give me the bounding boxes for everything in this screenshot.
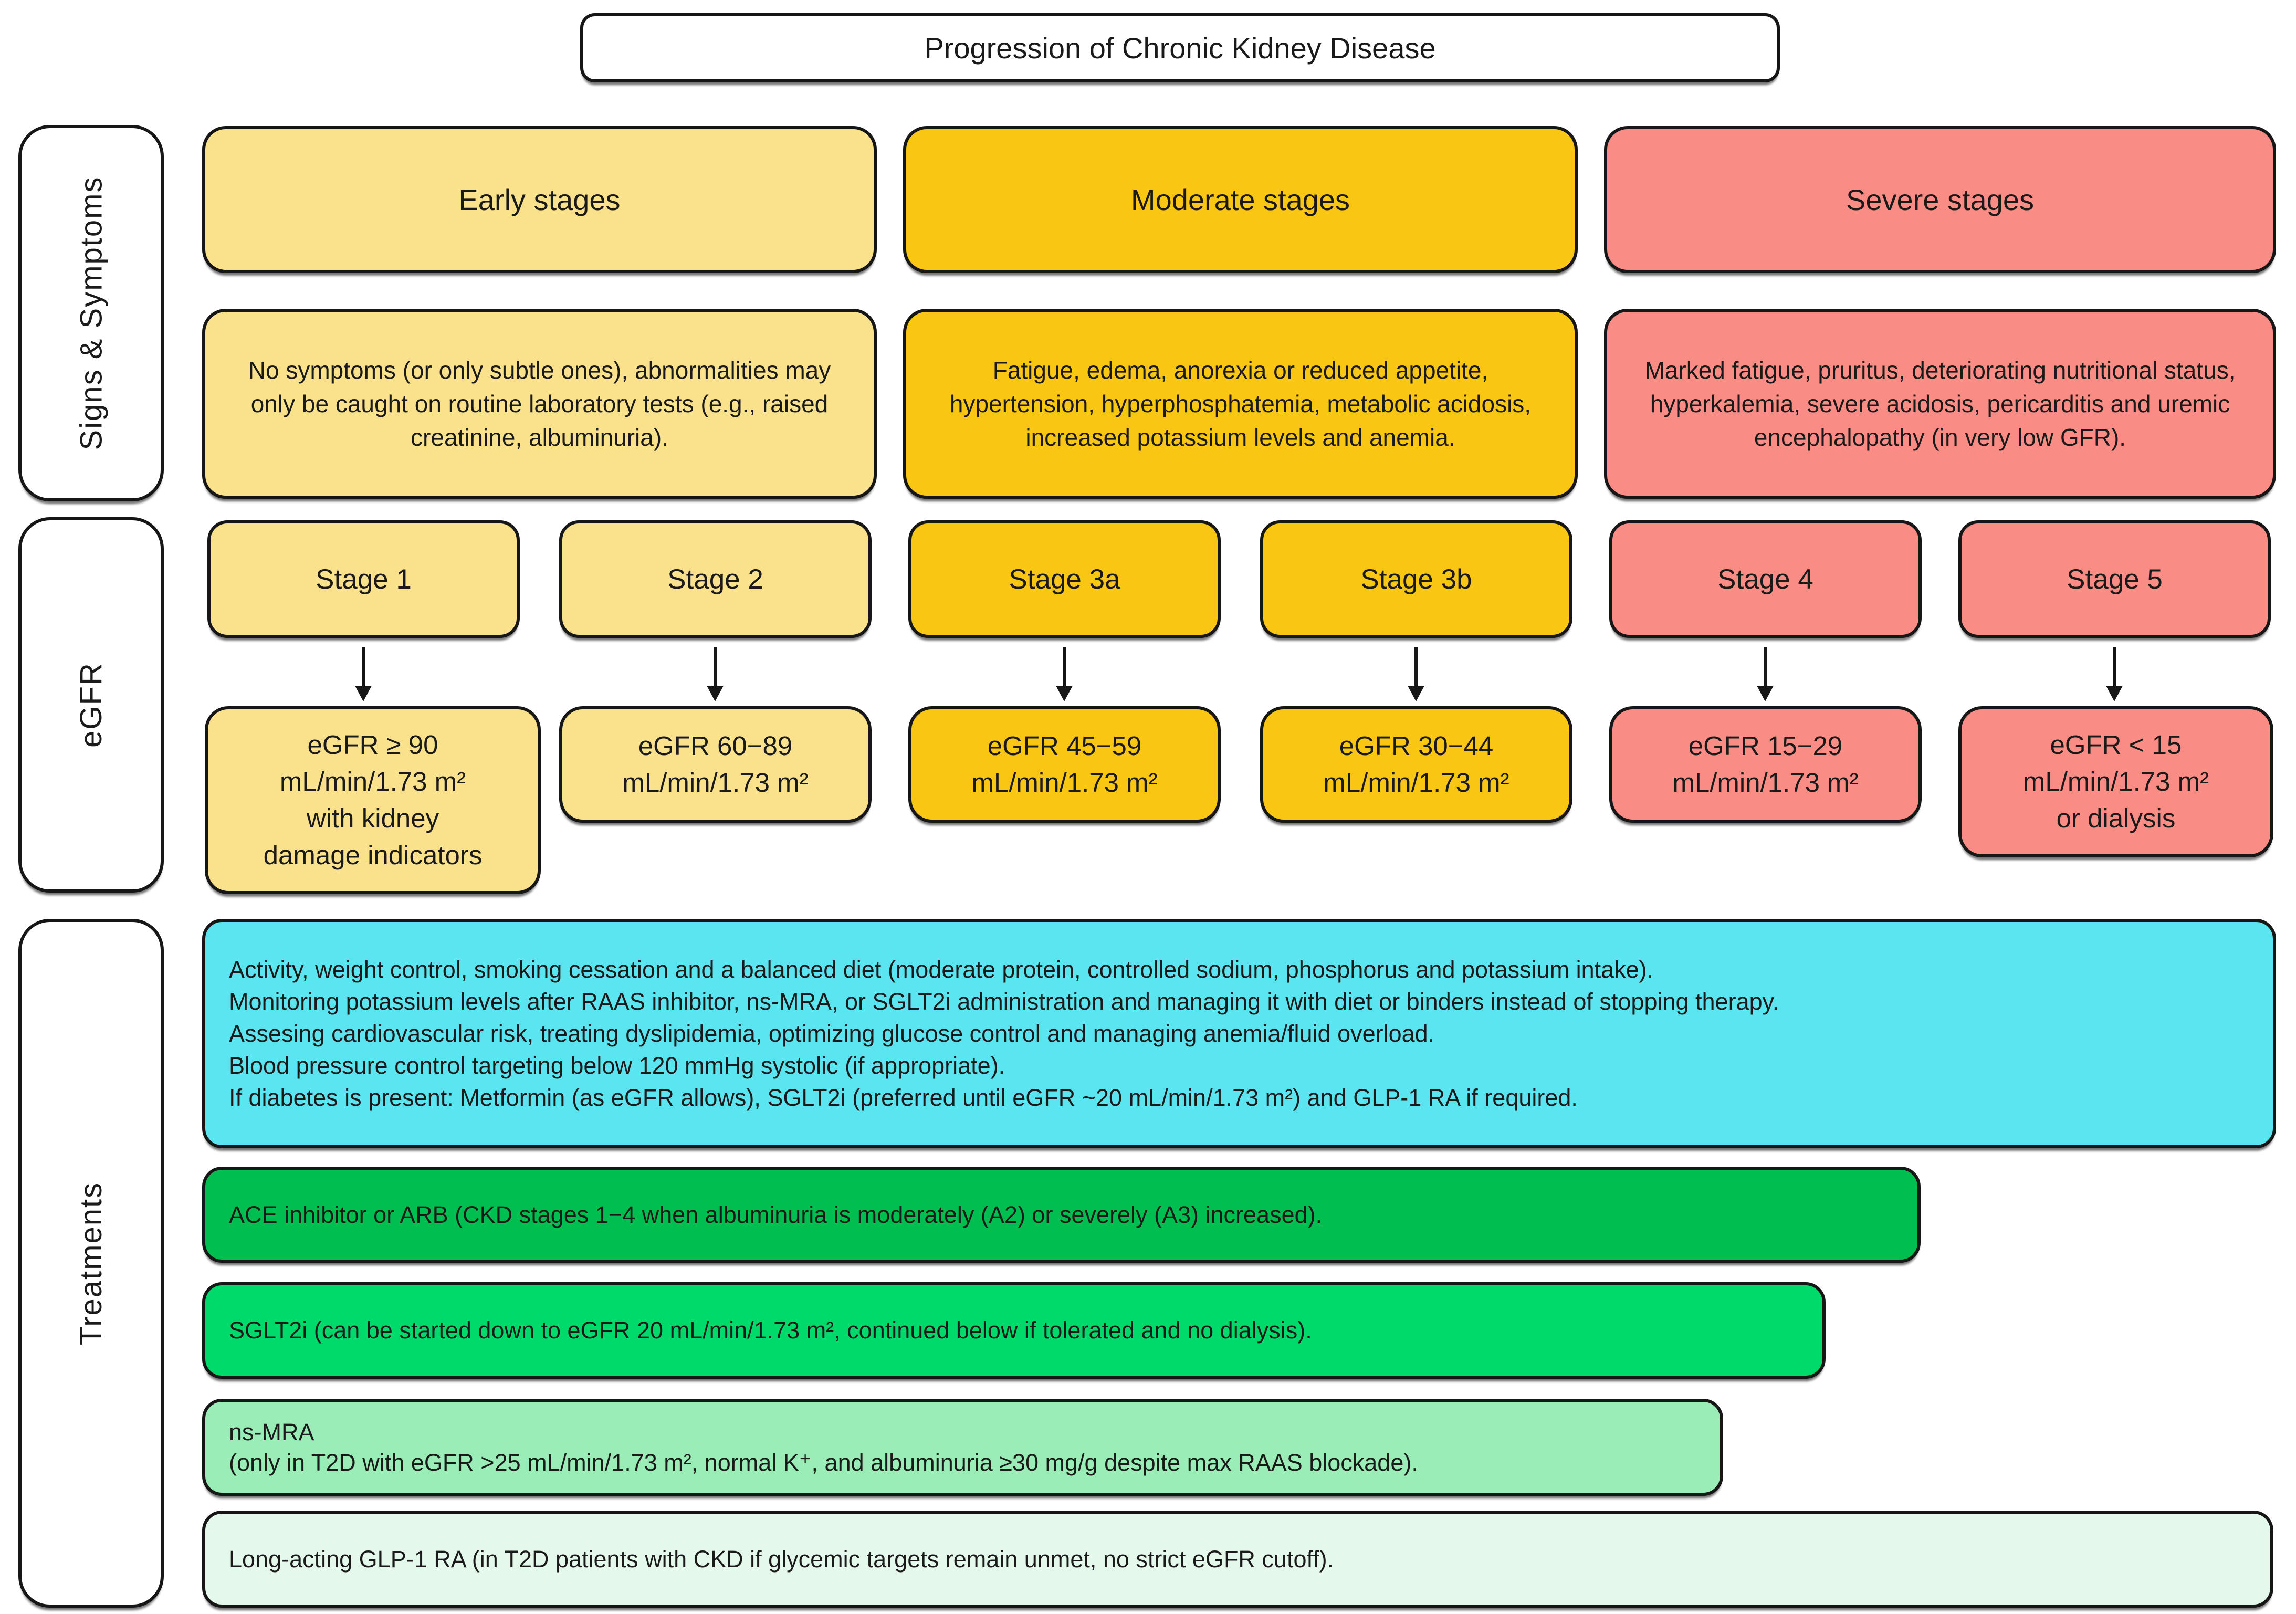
header-moderate-stages: Moderate stages	[903, 126, 1578, 273]
treatment-ns-mra-text: ns-MRA (only in T2D with eGFR >25 mL/min…	[229, 1418, 1418, 1476]
stage-3b-label: Stage 3b	[1360, 563, 1472, 595]
egfr-stage-3b: eGFR 30−44 mL/min/1.73 m²	[1260, 706, 1572, 823]
egfr-stage-4-text: eGFR 15−29 mL/min/1.73 m²	[1672, 731, 1859, 798]
symptoms-moderate: Fatigue, edema, anorexia or reduced appe…	[903, 309, 1578, 499]
treatment-sglt2i: SGLT2i (can be started down to eGFR 20 m…	[202, 1282, 1826, 1379]
section-treatments: Treatments	[18, 919, 164, 1608]
section-signs-symptoms-label: Signs & Symptoms	[74, 176, 109, 450]
down-arrow-stage-3a	[1056, 647, 1073, 703]
header-early-stages-label: Early stages	[458, 183, 621, 216]
down-arrow-stage-5	[2106, 647, 2123, 703]
stage-3a-label: Stage 3a	[1009, 563, 1120, 595]
egfr-stage-2: eGFR 60−89 mL/min/1.73 m²	[559, 706, 872, 823]
symptoms-early: No symptoms (or only subtle ones), abnor…	[202, 309, 877, 499]
stage-4-label: Stage 4	[1717, 563, 1813, 595]
stage-3b-box: Stage 3b	[1260, 520, 1572, 638]
header-severe-stages-label: Severe stages	[1846, 183, 2034, 216]
treatment-ns-mra: ns-MRA (only in T2D with eGFR >25 mL/min…	[202, 1399, 1723, 1496]
stage-2-box: Stage 2	[559, 520, 872, 638]
treatment-general-care-text: Activity, weight control, smoking cessat…	[229, 956, 1779, 1111]
down-arrow-stage-1	[355, 647, 372, 703]
stage-1-label: Stage 1	[316, 563, 412, 595]
egfr-stage-3a-text: eGFR 45−59 mL/min/1.73 m²	[971, 731, 1158, 798]
section-treatments-label: Treatments	[74, 1181, 109, 1345]
symptoms-moderate-text: Fatigue, edema, anorexia or reduced appe…	[949, 357, 1532, 451]
down-arrow-stage-4	[1757, 647, 1774, 703]
page-title: Progression of Chronic Kidney Disease	[580, 13, 1780, 82]
egfr-stage-2-text: eGFR 60−89 mL/min/1.73 m²	[622, 731, 809, 798]
symptoms-severe: Marked fatigue, pruritus, deteriorating …	[1604, 309, 2276, 499]
section-egfr-label: eGFR	[74, 662, 108, 748]
header-severe-stages: Severe stages	[1604, 126, 2276, 273]
treatment-ace-inhibitor-arb-text: ACE inhibitor or ARB (CKD stages 1−4 whe…	[229, 1201, 1323, 1228]
egfr-stage-1: eGFR ≥ 90 mL/min/1.73 m² with kidney dam…	[205, 706, 541, 894]
stage-3a-box: Stage 3a	[908, 520, 1221, 638]
egfr-stage-5-text: eGFR < 15 mL/min/1.73 m² or dialysis	[2022, 730, 2209, 833]
down-arrow-stage-2	[707, 647, 724, 703]
stage-1-box: Stage 1	[207, 520, 520, 638]
header-early-stages: Early stages	[202, 126, 877, 273]
stage-5-label: Stage 5	[2067, 563, 2163, 595]
treatment-ace-inhibitor-arb: ACE inhibitor or ARB (CKD stages 1−4 whe…	[202, 1167, 1921, 1263]
treatment-general-care: Activity, weight control, smoking cessat…	[202, 919, 2276, 1148]
egfr-stage-3b-text: eGFR 30−44 mL/min/1.73 m²	[1323, 731, 1509, 798]
egfr-stage-3a: eGFR 45−59 mL/min/1.73 m²	[908, 706, 1221, 823]
stage-4-box: Stage 4	[1609, 520, 1922, 638]
header-moderate-stages-label: Moderate stages	[1130, 183, 1350, 216]
symptoms-early-text: No symptoms (or only subtle ones), abnor…	[248, 357, 831, 451]
page-title-text: Progression of Chronic Kidney Disease	[924, 31, 1436, 65]
section-egfr: eGFR	[18, 517, 164, 893]
stage-2-label: Stage 2	[667, 563, 763, 595]
down-arrow-stage-3b	[1408, 647, 1424, 703]
egfr-stage-4: eGFR 15−29 mL/min/1.73 m²	[1609, 706, 1922, 823]
treatment-sglt2i-text: SGLT2i (can be started down to eGFR 20 m…	[229, 1317, 1312, 1344]
egfr-stage-1-text: eGFR ≥ 90 mL/min/1.73 m² with kidney dam…	[263, 730, 483, 870]
treatment-long-acting-glp1-ra: Long-acting GLP-1 RA (in T2D patients wi…	[202, 1511, 2273, 1608]
section-signs-symptoms: Signs & Symptoms	[18, 125, 164, 501]
egfr-stage-5: eGFR < 15 mL/min/1.73 m² or dialysis	[1958, 706, 2273, 857]
symptoms-severe-text: Marked fatigue, pruritus, deteriorating …	[1644, 357, 2236, 451]
stage-5-box: Stage 5	[1958, 520, 2271, 638]
treatment-long-acting-glp1-ra-text: Long-acting GLP-1 RA (in T2D patients wi…	[229, 1545, 1334, 1573]
